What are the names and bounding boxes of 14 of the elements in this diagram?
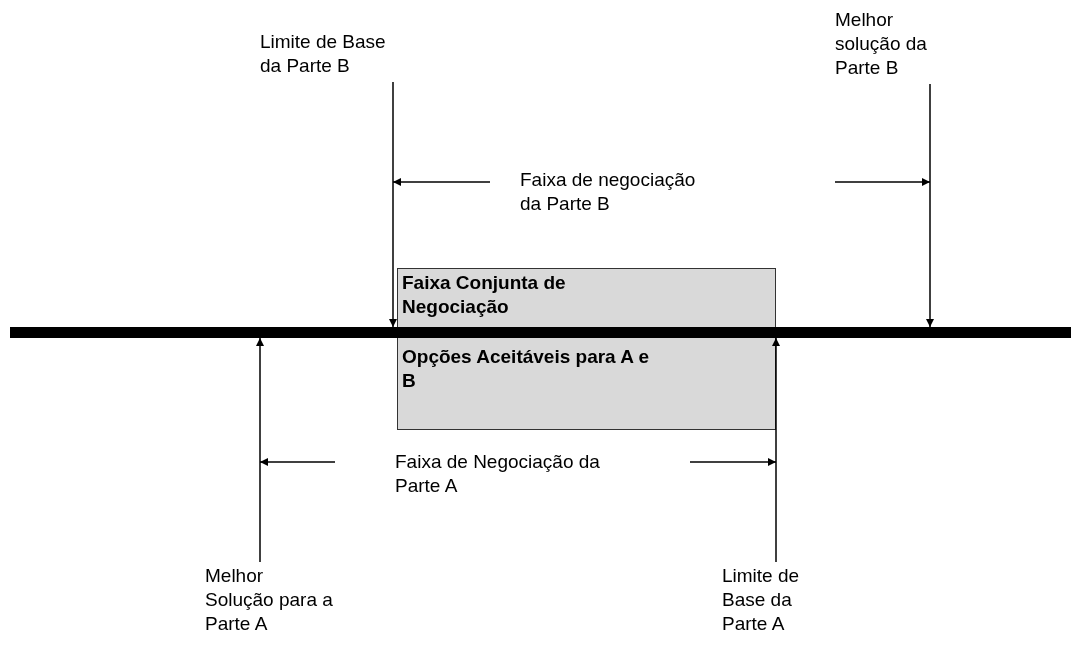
arrow: [389, 81, 397, 328]
region-title: Faixa Conjunta de Negociação: [402, 271, 567, 319]
annotation-text: Melhor solução da Parte B: [835, 8, 947, 80]
arrow: [772, 337, 780, 563]
region-text: Opções Aceitáveis para A e B: [402, 345, 651, 393]
range-label: Faixa de Negociação da Parte A: [395, 450, 601, 498]
arrow: [926, 83, 934, 328]
shaded-region-box: [397, 268, 776, 430]
baseline-bar: [10, 327, 1071, 338]
range-label: Faixa de negociação da Parte B: [520, 168, 697, 216]
annotation-text: Limite de Base da Parte A: [722, 564, 814, 636]
annotation-text: Melhor Solução para a Parte A: [205, 564, 333, 636]
annotation-text: Limite de Base da Parte B: [260, 30, 400, 78]
arrow: [256, 337, 264, 563]
